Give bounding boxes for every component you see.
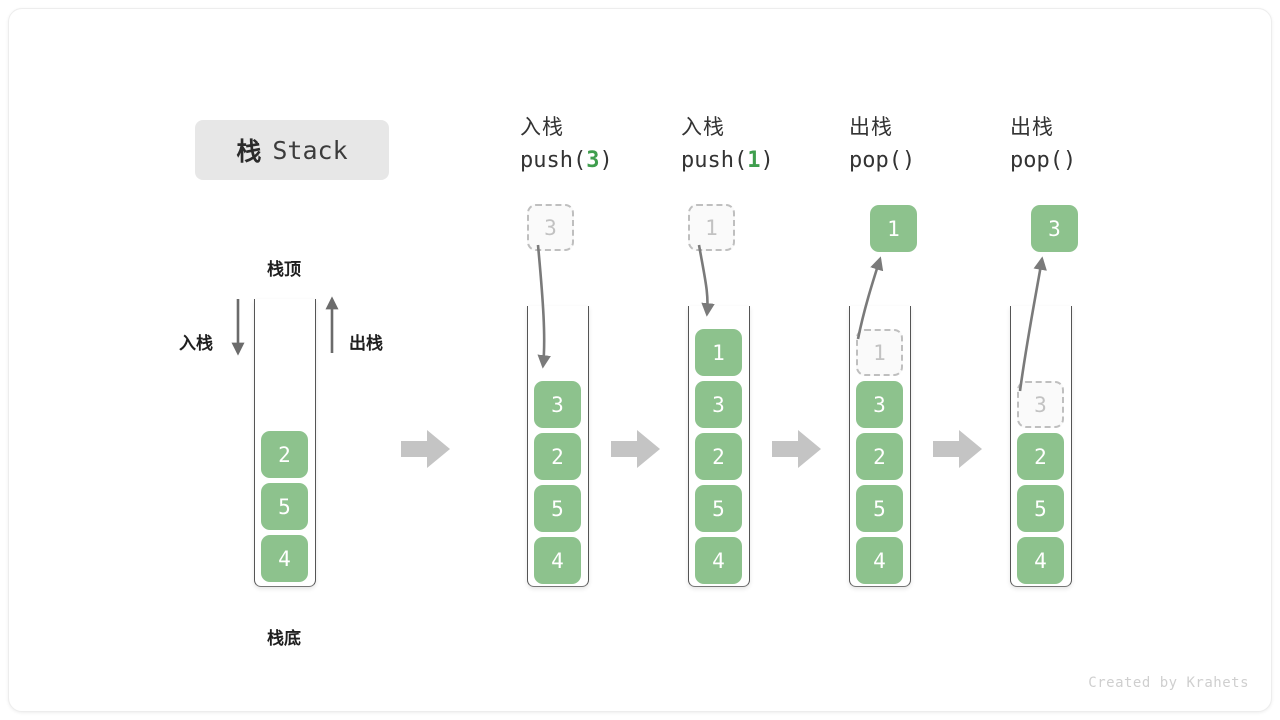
- stack-element: 4: [856, 537, 903, 584]
- flow-arrow-icon: [772, 430, 821, 468]
- push-direction-label: 入栈: [179, 334, 213, 353]
- stack-element: 4: [1017, 537, 1064, 584]
- step-op-cn: 出栈: [849, 116, 893, 139]
- initial-stack-container: 2 5 4: [254, 299, 316, 587]
- step-header-pop-3: 出栈 pop(): [1010, 115, 1076, 177]
- stack-element: 3: [856, 381, 903, 428]
- step-header-push-1: 入栈 push(1): [681, 115, 774, 177]
- code-prefix: pop(: [1010, 148, 1063, 173]
- stack-element: 2: [261, 431, 308, 478]
- flow-arrow-icon: [611, 430, 660, 468]
- stack-element: 2: [1017, 433, 1064, 480]
- pop-direction-label: 出栈: [349, 334, 383, 353]
- popped-element: 3: [1031, 205, 1078, 252]
- step-op-cn: 入栈: [520, 116, 564, 139]
- popped-element: 1: [870, 205, 917, 252]
- step-op-code: push(1): [681, 145, 774, 177]
- floating-element-ghost: 3: [527, 204, 574, 251]
- step-op-code: pop(): [849, 145, 915, 177]
- stack-container-step-4: 3 2 5 4: [1010, 306, 1072, 587]
- floating-element-ghost: 1: [688, 204, 735, 251]
- stack-element: 5: [261, 483, 308, 530]
- title-cn: 栈: [236, 138, 263, 166]
- code-suffix: ): [901, 148, 916, 173]
- stack-element: 2: [695, 433, 742, 480]
- stack-container-step-1: 3 2 5 4: [527, 306, 589, 587]
- stack-element-ghost: 3: [1017, 381, 1064, 428]
- stack-element: 5: [1017, 485, 1064, 532]
- arrow-overlay: [231, 244, 1047, 468]
- stack-element: 3: [695, 381, 742, 428]
- code-suffix: ): [760, 148, 774, 173]
- stack-element: 2: [534, 433, 581, 480]
- stack-element: 2: [856, 433, 903, 480]
- stack-element: 5: [534, 485, 581, 532]
- footer-credit: Created by Krahets: [1088, 675, 1249, 691]
- flow-arrow-icon: [401, 430, 450, 468]
- stack-element: 1: [695, 329, 742, 376]
- step-op-code: pop(): [1010, 145, 1076, 177]
- step-header-push-3: 入栈 push(3): [520, 115, 613, 177]
- code-arg: 1: [747, 148, 761, 173]
- step-op-cn: 入栈: [681, 116, 725, 139]
- stack-bottom-label: 栈底: [267, 629, 301, 648]
- stack-element: 5: [856, 485, 903, 532]
- title-badge: 栈 Stack: [195, 120, 389, 180]
- push-motion-arrow: [697, 244, 715, 317]
- stack-element: 3: [534, 381, 581, 428]
- code-prefix: push(: [681, 148, 748, 173]
- stack-element: 4: [695, 537, 742, 584]
- stack-element: 5: [695, 485, 742, 532]
- step-op-code: push(3): [520, 145, 613, 177]
- step-header-pop-1: 出栈 pop(): [849, 115, 915, 177]
- code-prefix: push(: [520, 148, 587, 173]
- diagram-card: 栈 Stack 栈顶 栈底 入栈 出栈 2 5 4 入栈 push(3) 3 3…: [8, 8, 1272, 712]
- code-suffix: ): [599, 148, 613, 173]
- stack-container-step-3: 1 3 2 5 4: [849, 306, 911, 587]
- flow-arrow-icon: [933, 430, 982, 468]
- stack-element-ghost: 1: [856, 329, 903, 376]
- step-op-cn: 出栈: [1010, 116, 1054, 139]
- title-en: Stack: [272, 135, 348, 165]
- code-prefix: pop(: [849, 148, 902, 173]
- stack-top-label: 栈顶: [267, 260, 301, 279]
- stack-element: 4: [261, 535, 308, 582]
- code-arg: 3: [586, 148, 600, 173]
- code-suffix: ): [1062, 148, 1077, 173]
- stack-container-step-2: 1 3 2 5 4: [688, 306, 750, 587]
- stack-element: 4: [534, 537, 581, 584]
